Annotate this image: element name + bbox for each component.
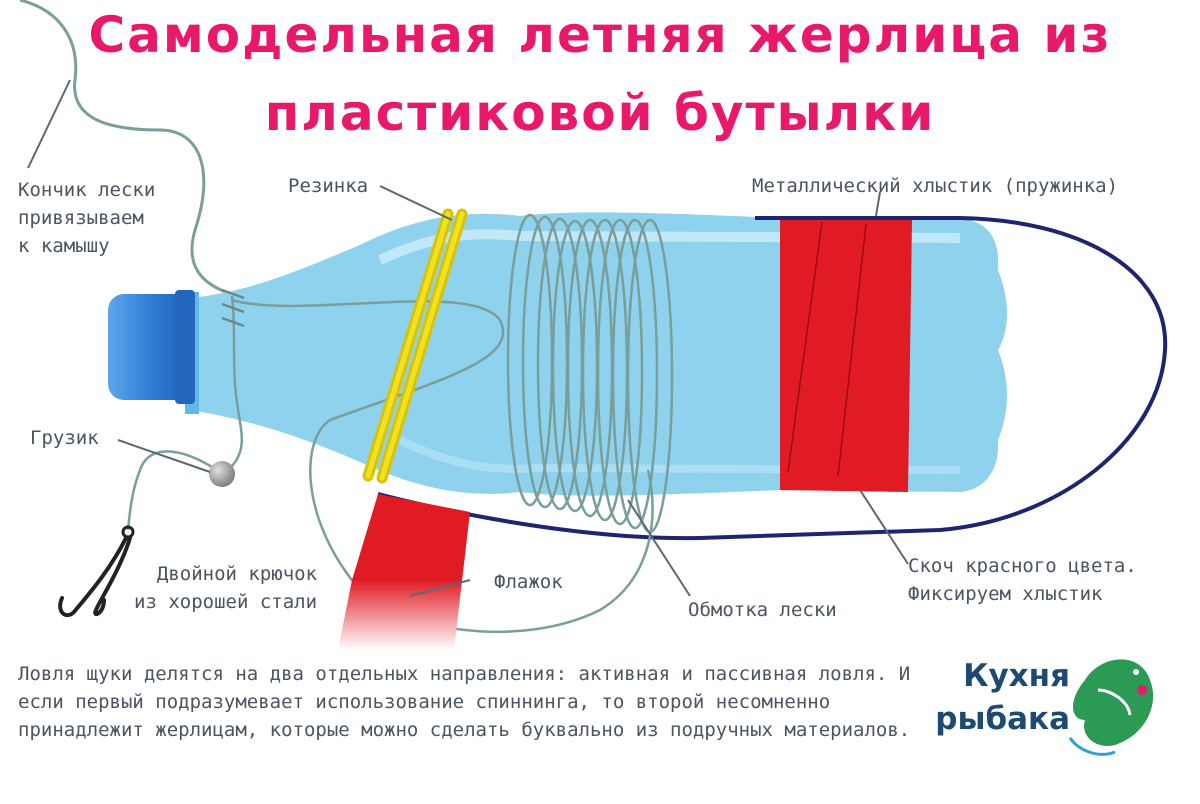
label-flag: Флажок — [494, 571, 563, 593]
logo-line-1: Кухня — [963, 658, 1070, 694]
rubber-band-inner — [379, 211, 465, 481]
flag — [338, 494, 470, 650]
fishing-line-main — [227, 295, 654, 633]
fishing-line-leader — [126, 450, 223, 531]
label-sinker: Грузик — [30, 427, 99, 449]
sinker — [209, 461, 235, 487]
label-line-winding: Обмотка лески — [688, 599, 837, 621]
title-line-1: Самодельная летняя жерлица из — [88, 6, 1112, 64]
red-tape — [780, 218, 912, 492]
line-wraps-at-neck — [221, 288, 245, 328]
title-line-2: пластиковой бутылки — [264, 84, 936, 142]
bottle-highlight-lower — [398, 436, 961, 474]
bottle-cap-rim — [175, 290, 195, 404]
rubber-band-inner-2 — [365, 211, 451, 479]
label-double-hook: Двойной крючок из хорошей стали — [134, 563, 318, 613]
double-hook — [58, 525, 135, 618]
red-tape-whip-line — [787, 221, 867, 477]
pointer-lines — [27, 79, 909, 597]
label-red-tape: Скоч красного цвета. Фиксируем хлыстик — [908, 555, 1137, 605]
label-metal-whip: Металлический хлыстик (пружинка) — [752, 175, 1119, 197]
bottle-cap — [108, 294, 192, 400]
logo-line-2: рыбака — [935, 701, 1070, 737]
fishing-line-to-reed — [19, 0, 236, 297]
logo-fish-icon — [1068, 659, 1154, 756]
label-rubber-band: Резинка — [288, 175, 369, 197]
metal-whip — [377, 216, 1168, 541]
bottle-highlight — [377, 229, 961, 265]
logo: Кухня рыбака — [930, 655, 1070, 741]
description-text: Ловля щуки делятся на два отдельных напр… — [18, 663, 911, 741]
label-line-tip: Кончик лески привязываем к камышу — [18, 179, 156, 257]
